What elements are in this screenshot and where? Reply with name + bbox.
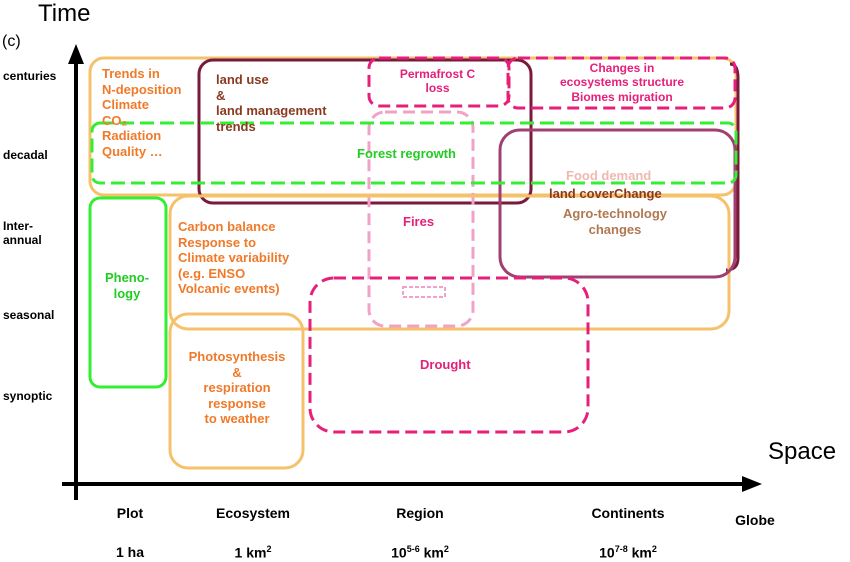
permafrost-label: Permafrost C loss	[399, 67, 476, 96]
trends-label: Trends in N-deposition Climate CO₂ Radia…	[102, 66, 182, 159]
time-scale-decadal: decadal	[3, 148, 48, 162]
space-axis-title: Space	[768, 438, 837, 465]
phenology-box	[88, 196, 168, 389]
carbon-balance-label: Carbon balance Response to Climate varia…	[178, 219, 290, 297]
unit-region: 105-6 km2	[391, 544, 449, 561]
fires-box	[367, 110, 475, 328]
forest-regrowth-box	[90, 121, 738, 185]
space-scale-region: Region	[396, 505, 444, 521]
unit-continents: 107-8 km2	[599, 544, 657, 561]
unit-ecosystem: 1 km2	[234, 544, 272, 561]
land-cover-label: land coverChange	[549, 186, 662, 201]
land-use-label: land use & land management trends	[216, 72, 327, 134]
space-scale-globe: Globe	[735, 512, 775, 528]
time-axis-arrowhead	[68, 44, 84, 64]
fires-label: Fires	[403, 214, 435, 229]
space-axis-arrowhead	[742, 476, 762, 492]
food-demand-box	[498, 128, 737, 279]
time-scale-centuries: centuries	[3, 69, 57, 83]
time-scale-synoptic: synoptic	[3, 389, 53, 403]
time-scale-interannual: Inter- annual	[3, 219, 42, 248]
fires-small-marker	[402, 286, 446, 298]
agro-technology-label: Agro-technology changes	[563, 206, 667, 237]
drought-label: Drought	[420, 357, 471, 372]
panel-label: (c)	[2, 33, 21, 50]
food-demand-label: Food demand	[566, 168, 652, 183]
time-scale-seasonal: seasonal	[3, 308, 55, 322]
ecosystem-changes-label: Changes in ecosystems structure Biomes m…	[559, 61, 685, 104]
space-scale-plot: Plot	[116, 505, 144, 521]
space-scale-continents: Continents	[591, 505, 665, 521]
unit-plot: 1 ha	[115, 544, 144, 560]
photosynthesis-box	[168, 312, 305, 470]
photosynthesis-label: Photosynthesis & respiration response to…	[188, 349, 286, 427]
time-axis-title: Time	[38, 0, 91, 27]
carbon-balance-box	[168, 194, 731, 331]
forest-regrowth-label: Forest regrowth	[357, 146, 456, 161]
phenology-label: Pheno- logy	[104, 270, 150, 301]
drought-box	[308, 276, 590, 434]
ecosystem-changes-box	[506, 56, 737, 110]
space-scale-ecosystem: Ecosystem	[216, 505, 290, 521]
